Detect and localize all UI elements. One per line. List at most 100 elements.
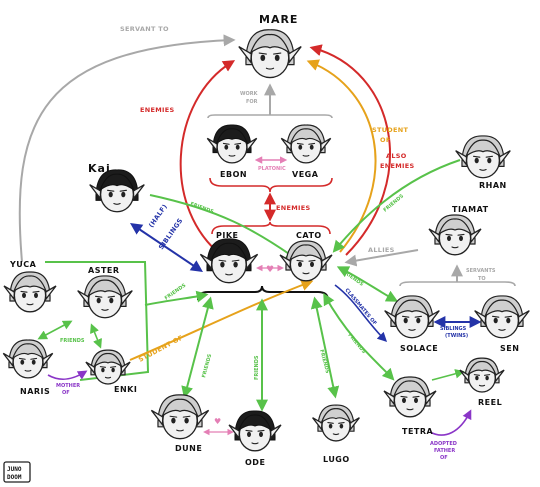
tiamat-brow-left: [445, 233, 453, 236]
arrow-classmates: [334, 284, 388, 343]
character-kai[interactable]: Kai: [88, 162, 145, 213]
cato-fringe: [288, 244, 324, 262]
rhan-mouth: [479, 169, 487, 171]
label-servants-to: TO: [478, 276, 486, 282]
character-tiamat[interactable]: TIAMAT: [428, 205, 489, 256]
dune-eye-left: [171, 417, 176, 424]
pike-eye-left: [220, 261, 225, 268]
reel-name-label: REEL: [478, 398, 502, 407]
tiamat-name-label: TIAMAT: [452, 205, 489, 214]
enki-eye-right: [111, 367, 115, 373]
rhan-eye-left: [474, 157, 479, 164]
pike-brow-left: [218, 259, 227, 262]
label-student-of-enki: STUDENT OF: [137, 334, 184, 364]
arrow-friends-dune: [181, 296, 214, 399]
sen-brow-right: [504, 315, 512, 318]
tetra-eye-left: [402, 397, 406, 403]
naris-brow-left: [18, 357, 26, 360]
arrow-friends-lugo: [310, 296, 340, 399]
arrow-enki-student-of: [129, 279, 314, 361]
yuca-eye-left: [22, 292, 26, 298]
dune-name-label: DUNE: [175, 444, 202, 453]
vega-brow-right: [308, 142, 316, 145]
yuca-eye-right: [34, 292, 38, 298]
ebon-mouth: [228, 154, 236, 157]
label-mother-of: OF: [62, 390, 70, 396]
signature-line-1: JUNO: [7, 466, 22, 473]
label-student: STUDENT: [372, 126, 408, 134]
mare-mouth: [265, 67, 275, 70]
character-solace[interactable]: SOLACE: [384, 295, 440, 353]
label-friends-dune: FRIENDS: [201, 353, 213, 379]
ode-eye-left: [247, 431, 251, 437]
artist-signature: JUNO DOOM: [3, 461, 31, 483]
aster-eye-right: [109, 297, 114, 304]
solace-brow-left: [402, 315, 410, 318]
character-ebon[interactable]: EBON: [206, 124, 258, 179]
character-sen[interactable]: SEN: [474, 295, 530, 353]
character-yuca[interactable]: YUCA: [3, 260, 57, 313]
ode-name-label: ODE: [245, 458, 265, 467]
label-friends-tetra: FRIENDS: [346, 332, 367, 355]
tiamat-brow-right: [457, 233, 465, 236]
vega-name-label: VEGA: [292, 170, 319, 179]
bracket-ebon-vega: [207, 114, 333, 119]
dune-fringe: [161, 398, 199, 418]
dune-brow-right: [182, 415, 191, 418]
dune-brow-left: [169, 415, 178, 418]
vega-eye-right: [309, 144, 314, 150]
arrow-enemies-pike-mare: [179, 60, 236, 259]
cato-name-label: CATO: [296, 231, 322, 240]
ode-brow-left: [245, 429, 253, 432]
pike-brow-right: [231, 259, 240, 262]
vega-brow-left: [296, 142, 304, 145]
character-mare[interactable]: MARE: [238, 13, 302, 79]
label-classmates: CLASSMATES OF: [343, 287, 377, 326]
arrow-also-enemies-mare: [309, 44, 391, 256]
lugo-brow-right: [338, 422, 345, 424]
reel-brow-right: [484, 374, 491, 376]
character-tetra[interactable]: TETRA: [383, 376, 437, 436]
character-ode[interactable]: ODE: [228, 410, 282, 467]
character-enki[interactable]: ENKI: [85, 349, 137, 394]
rhan-name-label: RHAN: [479, 181, 507, 190]
label-mother: MOTHER: [56, 383, 80, 389]
solace-mouth: [408, 329, 416, 331]
character-vega[interactable]: VEGA: [280, 124, 332, 179]
ebon-brow-right: [234, 142, 242, 145]
reel-mouth: [478, 384, 486, 387]
label-friends-kai: FRIENDS: [189, 201, 214, 215]
reel-eye-left: [475, 375, 479, 381]
character-cato[interactable]: CATO: [279, 231, 333, 282]
bracket-ebon-vega-red: [209, 177, 333, 193]
bracket-pike-cato-red: [211, 221, 331, 235]
label-allies: ALLIES: [368, 246, 395, 254]
label-enemies-left: ENEMIES: [140, 106, 174, 114]
rhan-eye-right: [487, 157, 492, 164]
label-father: FATHER: [434, 448, 455, 454]
character-pike[interactable]: PIKE: [199, 231, 259, 284]
solace-eye-right: [416, 317, 421, 324]
label-platonic: PLATONIC: [258, 166, 286, 172]
character-rhan[interactable]: RHAN: [455, 135, 511, 190]
yuca-brow-right: [32, 290, 40, 293]
character-dune[interactable]: DUNE: [150, 394, 210, 453]
label-enemies-mid: ENEMIES: [276, 204, 310, 212]
pike-eye-right: [233, 261, 238, 268]
kai-fringe: [99, 173, 135, 192]
rhan-brow-left: [473, 155, 481, 158]
tetra-name-label: TETRA: [402, 427, 434, 436]
character-reel[interactable]: REEL: [459, 357, 505, 407]
ode-brow-right: [257, 429, 265, 432]
naris-eye-right: [31, 359, 36, 365]
ebon-fringe: [215, 128, 249, 145]
character-lugo[interactable]: LUGO: [312, 404, 360, 464]
solace-name-label: SOLACE: [400, 344, 438, 353]
ebon-eye-right: [235, 144, 240, 150]
arrow-friends-aster-enki: [90, 323, 102, 349]
enki-mouth: [104, 376, 112, 379]
character-naris[interactable]: NARIS: [2, 339, 54, 396]
character-aster[interactable]: ASTER: [77, 266, 133, 319]
label-also-enemies: ENEMIES: [380, 162, 414, 170]
